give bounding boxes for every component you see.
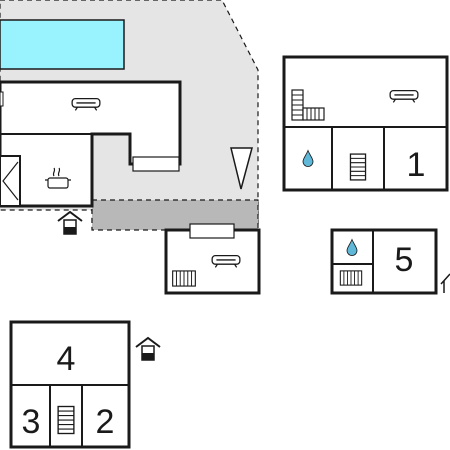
cooking-pot-icon — [45, 167, 71, 189]
room-number-1: 1 — [407, 146, 426, 184]
annex-bench — [189, 223, 235, 239]
entrance-icon — [57, 211, 83, 235]
radiator-icon — [339, 270, 363, 286]
stairs-icon — [57, 405, 75, 435]
main-house-window — [0, 91, 4, 107]
main-house — [0, 80, 182, 208]
pool — [0, 19, 125, 70]
fireplace-icon — [0, 155, 21, 207]
room-number-3: 3 — [22, 403, 41, 441]
room-number-2: 2 — [96, 403, 115, 441]
radiator-icon — [172, 270, 196, 287]
stairs-icon — [349, 153, 367, 181]
north-arrow-icon — [230, 147, 253, 190]
room-number-4: 4 — [57, 340, 76, 378]
room-number-5: 5 — [395, 241, 414, 279]
entrance-icon — [440, 273, 450, 293]
bench — [132, 156, 180, 172]
entrance-icon — [134, 336, 162, 362]
building-room-5 — [330, 228, 438, 295]
stairs-icon — [291, 89, 325, 121]
